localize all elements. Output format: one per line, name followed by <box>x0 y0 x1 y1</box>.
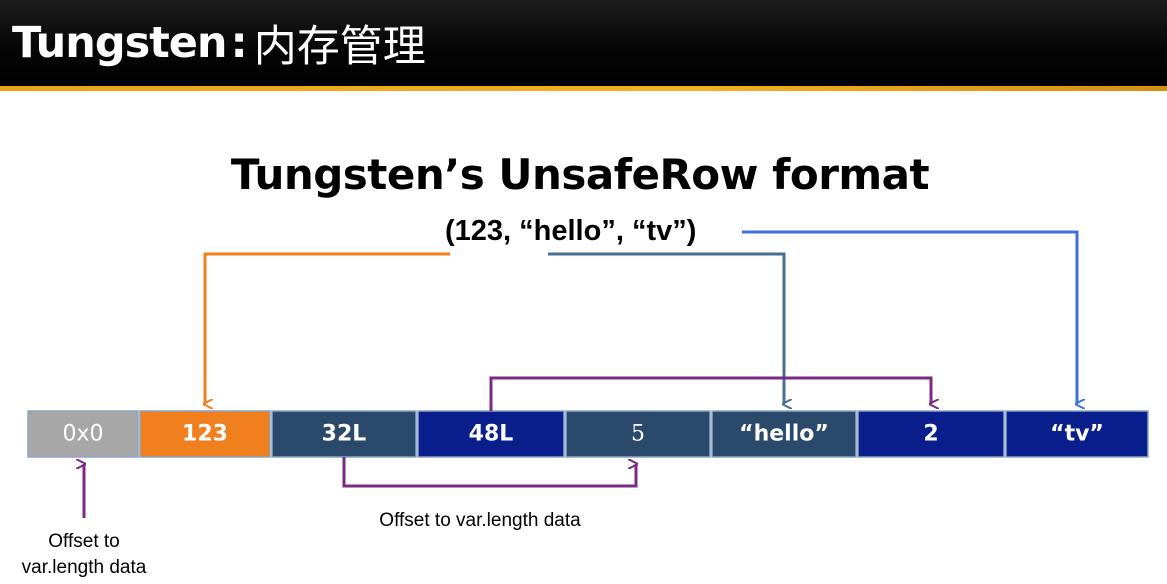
note-offset-pointer-text: Offset to var.length data <box>379 510 581 531</box>
arrow-int-field <box>205 252 450 404</box>
header-accent-rule <box>0 86 1167 91</box>
cell-hello-offset-label: 32L <box>322 422 367 447</box>
cell-hello-length <box>565 410 711 458</box>
tuple-text: (123, “hello”, “tv”) <box>445 215 697 247</box>
diagram-title: Tungsten’s UnsafeRow format <box>230 150 930 199</box>
arrow-hello-offset-pointer <box>342 457 636 488</box>
cell-tv-length-label: 2 <box>923 422 938 447</box>
slide-title-latin: Tungsten <box>12 18 228 68</box>
arrow-tv-offset-pointer <box>489 376 931 411</box>
cell-tv-bytes-label: “tv” <box>1050 422 1104 447</box>
note-offset-pointer: Offset to var.length data <box>345 508 615 534</box>
cell-tv-length <box>857 410 1005 458</box>
cell-hello-bytes <box>711 410 857 458</box>
slide-title-separator: : <box>230 18 248 68</box>
cell-tv-offset <box>417 410 565 458</box>
cell-tv-bytes <box>1005 410 1149 458</box>
row-cells: 0x0 123 32L 48L 5 “hello” 2 “tv” <box>27 410 1149 458</box>
slide-title-cjk: 内存管理 <box>253 22 426 72</box>
cell-hello-bytes-label: “hello” <box>739 422 829 447</box>
cell-int-value-label: 123 <box>182 422 228 447</box>
slide-header: Tungsten:内存管理 <box>0 0 1167 86</box>
cell-null-bitmap-label: 0x0 <box>62 422 103 447</box>
cell-tv-offset-label: 48L <box>469 422 514 447</box>
note-null-bitmap-text: Offset to var.length data <box>21 531 147 578</box>
cell-hello-length-label: 5 <box>631 422 645 447</box>
slide-title: Tungsten:内存管理 <box>12 8 426 78</box>
arrow-tv-field <box>742 230 1077 404</box>
cell-null-bitmap <box>27 410 139 458</box>
arrow-hello-field <box>548 252 784 404</box>
cell-hello-offset <box>271 410 417 458</box>
note-null-bitmap: Offset to var.length data <box>0 529 168 581</box>
cell-int-value <box>139 410 271 458</box>
